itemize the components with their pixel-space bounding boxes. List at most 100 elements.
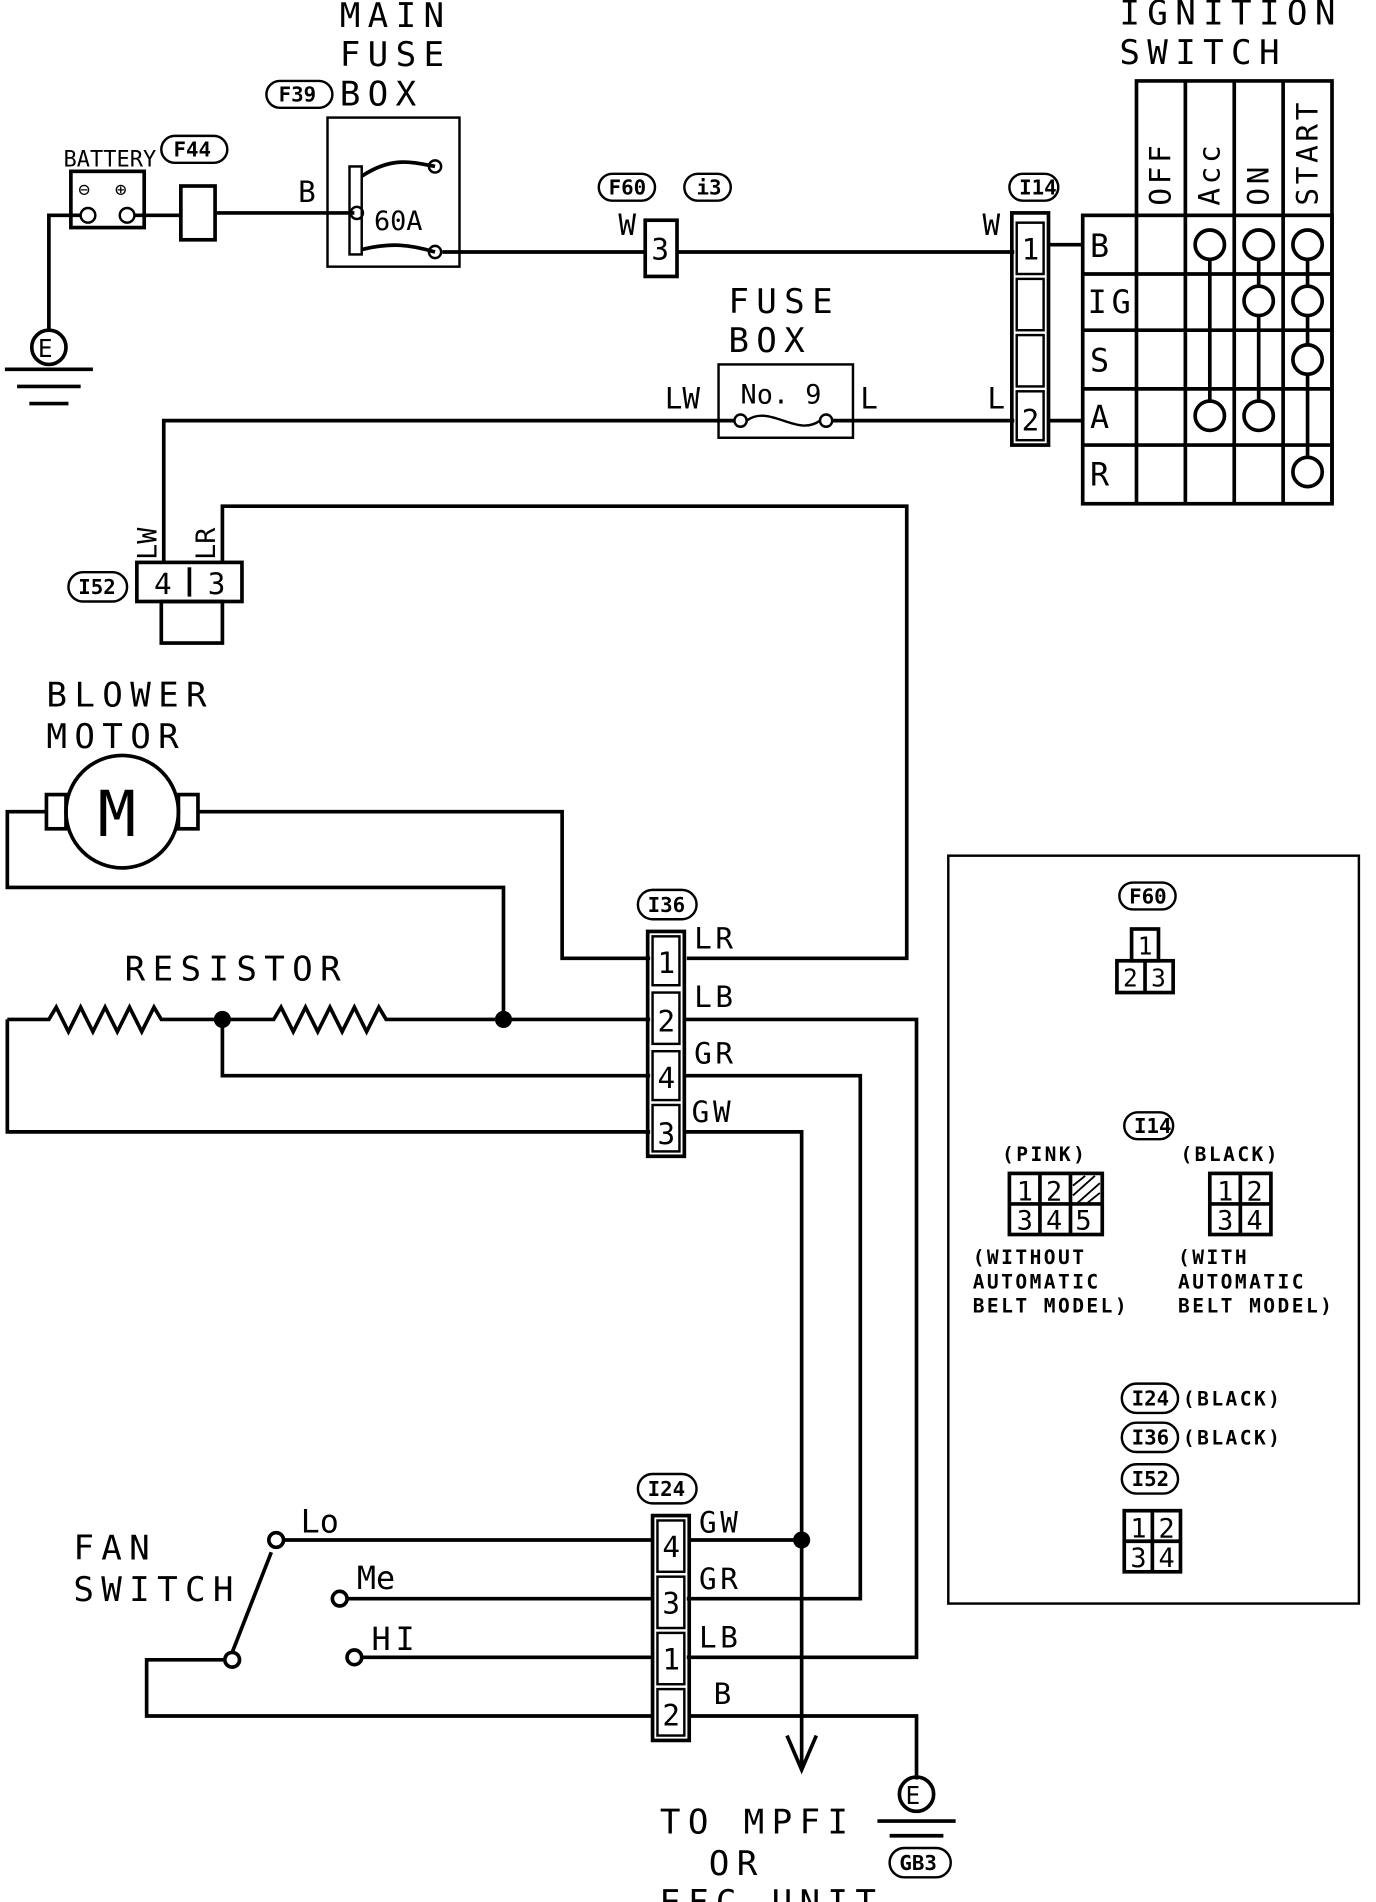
ignition-switch-label-1: IGNITION — [1119, 0, 1342, 34]
ignition-col-start: START — [1290, 99, 1324, 206]
legend-without-note-3: BELT MODEL) — [973, 1295, 1129, 1318]
fuse-box-label-1: FUSE — [728, 282, 840, 322]
legend-i14-pink-pin-1: 1 — [1017, 1176, 1033, 1207]
wire-label-gr-1: GR — [694, 1036, 737, 1070]
pin-i24-3: 3 — [662, 1586, 680, 1620]
legend-note-black: (BLACK) — [1180, 1143, 1280, 1166]
legend-label-f60: F60 — [1129, 884, 1167, 908]
legend-without-note-2: AUTOMATIC — [973, 1270, 1101, 1293]
wire-label-lr-1: LR — [191, 527, 222, 560]
ignition-col-off: OFF — [1144, 142, 1178, 206]
legend-without-note-1: (WITHOUT — [973, 1246, 1087, 1269]
fusible-link-f44: F44 — [134, 134, 355, 242]
ground-label-e: E — [38, 334, 53, 363]
legend-f60-pin-1: 1 — [1138, 932, 1153, 961]
fan-pos-hi: HI — [371, 1622, 419, 1658]
pin-i24-1: 1 — [662, 1643, 680, 1677]
fan-switch-label-2: SWITCH — [73, 1570, 241, 1610]
legend-i52-pin-3: 3 — [1130, 1543, 1146, 1574]
ignition-row-b: B — [1090, 229, 1109, 265]
fan-switch-label-1: FAN — [73, 1529, 157, 1569]
legend-label-i36: I36 — [1132, 1426, 1170, 1450]
legend-i52-pin-2: 2 — [1158, 1514, 1174, 1545]
main-fuse-box-label-3: BOX — [340, 74, 424, 114]
connector-i24: I24 4 3 1 2 — [636, 1472, 698, 1743]
main-fuse-box-label-1: MAIN — [340, 0, 452, 36]
legend-f60-pin-3: 3 — [1151, 963, 1166, 992]
connector-label-i14: I14 — [1019, 176, 1057, 200]
legend-f60-pin-2: 2 — [1123, 963, 1138, 992]
legend-i52-pin-1: 1 — [1130, 1514, 1146, 1545]
connector-label-i24: I24 — [648, 1477, 686, 1501]
ignition-col-on: ON — [1241, 163, 1275, 206]
fuse-60a-label: 60A — [374, 206, 423, 237]
resistor — [5, 1003, 651, 1134]
connector-legend: F60 1 2 3 I14 (PINK) (BLACK) 1 2 3 4 5 1… — [947, 854, 1361, 1605]
fuse-no9-label: No. 9 — [741, 380, 822, 411]
legend-i14-pink-pin-4: 4 — [1046, 1206, 1062, 1237]
wire-label-lb-1: LB — [694, 980, 737, 1014]
legend-note-pink: (PINK) — [1002, 1143, 1087, 1166]
legend-i52-pin-4: 4 — [1158, 1543, 1174, 1574]
resistor-label: RESISTOR — [125, 949, 348, 989]
ground-battery: E — [4, 213, 93, 406]
connector-label-i36: I36 — [648, 893, 686, 917]
wire-label-l-1: L — [860, 381, 878, 415]
pin-i52-4: 4 — [154, 567, 172, 601]
legend-i14-black-pin-4: 4 — [1246, 1206, 1262, 1237]
wire-label-lw-1: LW — [665, 381, 701, 415]
main-fuse-box: MAIN FUSE BOX F39 60A — [265, 0, 461, 268]
ignition-row-a: A — [1090, 400, 1109, 436]
connector-label-i3: i3 — [697, 176, 722, 200]
pin-i36-3: 3 — [657, 1117, 675, 1151]
pin-i52-3: 3 — [208, 567, 226, 601]
connector-i52: I52 LW LR 4 3 — [67, 527, 244, 645]
pin-i36-1: 1 — [657, 946, 675, 980]
connector-label-f39: F39 — [279, 83, 317, 107]
main-fuse-box-label-2: FUSE — [340, 35, 452, 75]
to-unit-label-3: EFC UNIT — [660, 1883, 883, 1902]
wire-resistor-gw — [5, 1019, 651, 1134]
pin-i24-2: 2 — [662, 1699, 680, 1733]
pin-i36-4: 4 — [657, 1061, 675, 1095]
pin-i36-2: 2 — [657, 1005, 675, 1039]
wire-label-gw-1: GW — [692, 1095, 735, 1129]
connector-label-f60: F60 — [609, 176, 647, 200]
legend-label-i52: I52 — [1132, 1467, 1170, 1491]
wire-label-lw-2: LW — [132, 527, 163, 560]
connector-label-f44: F44 — [174, 138, 212, 162]
ground-label-e-2: E — [906, 1781, 921, 1810]
fan-pos-lo: Lo — [301, 1505, 339, 1541]
svg-text:⊕: ⊕ — [115, 178, 127, 201]
legend-i14-black-pin-3: 3 — [1217, 1206, 1233, 1237]
fan-switch: FAN SWITCH Lo Me HI — [73, 1505, 653, 1718]
wire-gw — [684, 1130, 804, 1765]
pin-i3-3: 3 — [651, 232, 669, 266]
wire-lr — [220, 504, 909, 961]
pin-i14-1: 1 — [1022, 232, 1040, 266]
ignition-row-s: S — [1090, 344, 1109, 380]
legend-i14-pink-pin-5: 5 — [1075, 1206, 1091, 1237]
pin-i24-4: 4 — [662, 1530, 680, 1564]
wire-label-w-1: W — [618, 208, 636, 242]
wire-label-l-2: L — [987, 381, 1005, 415]
wire-label-b-2: B — [714, 1677, 732, 1711]
battery-label: BATTERY — [64, 147, 157, 172]
ignition-switch: IGNITION SWITCH OFF Acc ON START B IG S … — [1080, 0, 1342, 506]
connector-f60-i3: F60 i3 W 3 — [597, 172, 732, 279]
wire-gr — [684, 1073, 863, 1601]
wire-b-ground — [689, 1714, 919, 1780]
to-unit-label-1: TO MPFI — [660, 1802, 855, 1842]
svg-text:⊖: ⊖ — [78, 178, 90, 201]
blower-motor-label-1: BLOWER — [46, 676, 214, 716]
wire-lw — [161, 418, 735, 563]
legend-i14-black-pin-2: 2 — [1246, 1176, 1262, 1207]
legend-note-i24: (BLACK) — [1183, 1388, 1283, 1411]
ground-gb3: E GB3 — [877, 1775, 956, 1879]
legend-note-i36: (BLACK) — [1183, 1427, 1283, 1450]
to-unit-label-2: OR — [709, 1844, 765, 1884]
legend-i14-pink-pin-3: 3 — [1017, 1206, 1033, 1237]
blower-motor-label-2: MOTOR — [46, 717, 186, 757]
motor-symbol: M — [98, 777, 136, 851]
